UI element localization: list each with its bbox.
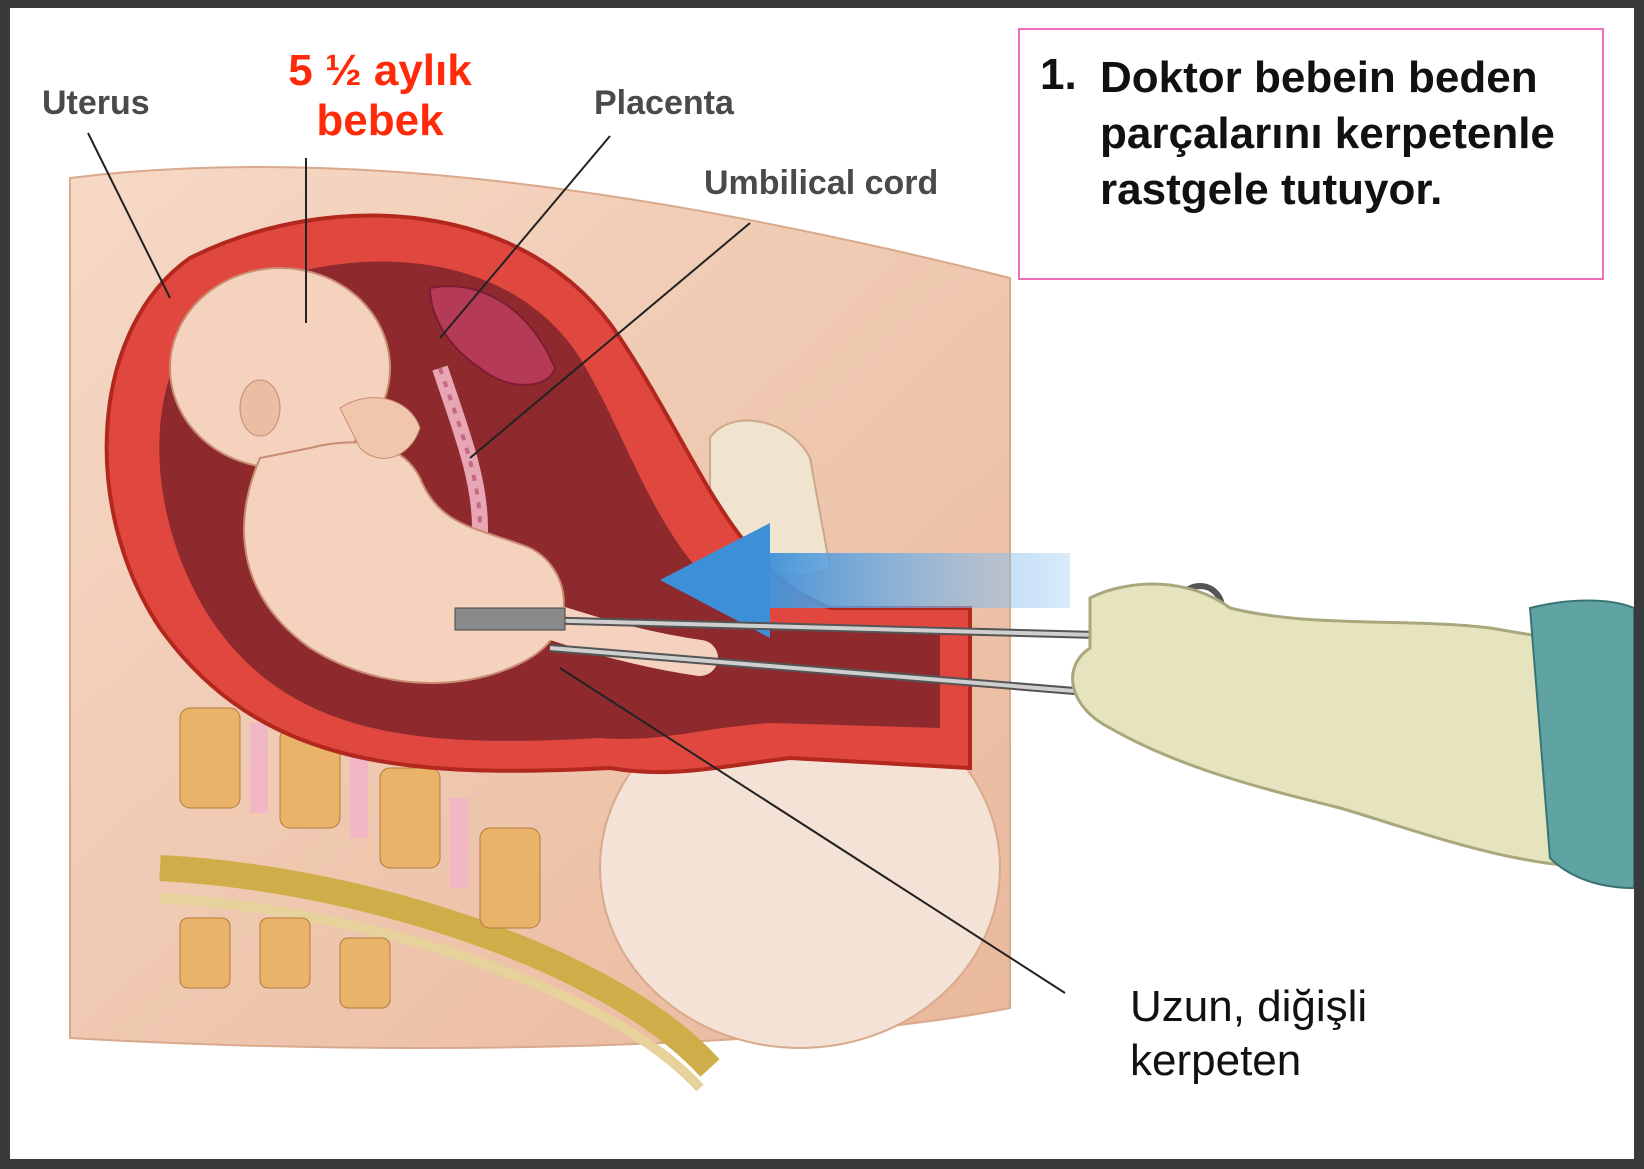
- forceps-label: Uzun, diğişli kerpeten: [1130, 980, 1450, 1088]
- uterus-label: Uterus: [42, 84, 150, 123]
- gloved-hand: [1073, 584, 1610, 868]
- step-callout: 1. Doktor bebein beden parçalarını kerpe…: [1018, 28, 1604, 280]
- step-text: Doktor bebein beden parçalarını kerpeten…: [1100, 50, 1600, 218]
- slide: Uterus Placenta Umbilical cord 5 ½ aylık…: [10, 8, 1634, 1159]
- baby-age-line2: bebek: [260, 96, 500, 146]
- umbilical-cord-label: Umbilical cord: [704, 164, 938, 203]
- forceps-label-line2: kerpeten: [1130, 1034, 1450, 1088]
- baby-age-line1: 5 ½ aylık: [260, 46, 500, 96]
- forceps-label-line1: Uzun, diğişli: [1130, 980, 1450, 1034]
- step-number: 1.: [1040, 50, 1077, 100]
- baby-age-label: 5 ½ aylık bebek: [260, 46, 500, 146]
- placenta-label: Placenta: [594, 84, 734, 123]
